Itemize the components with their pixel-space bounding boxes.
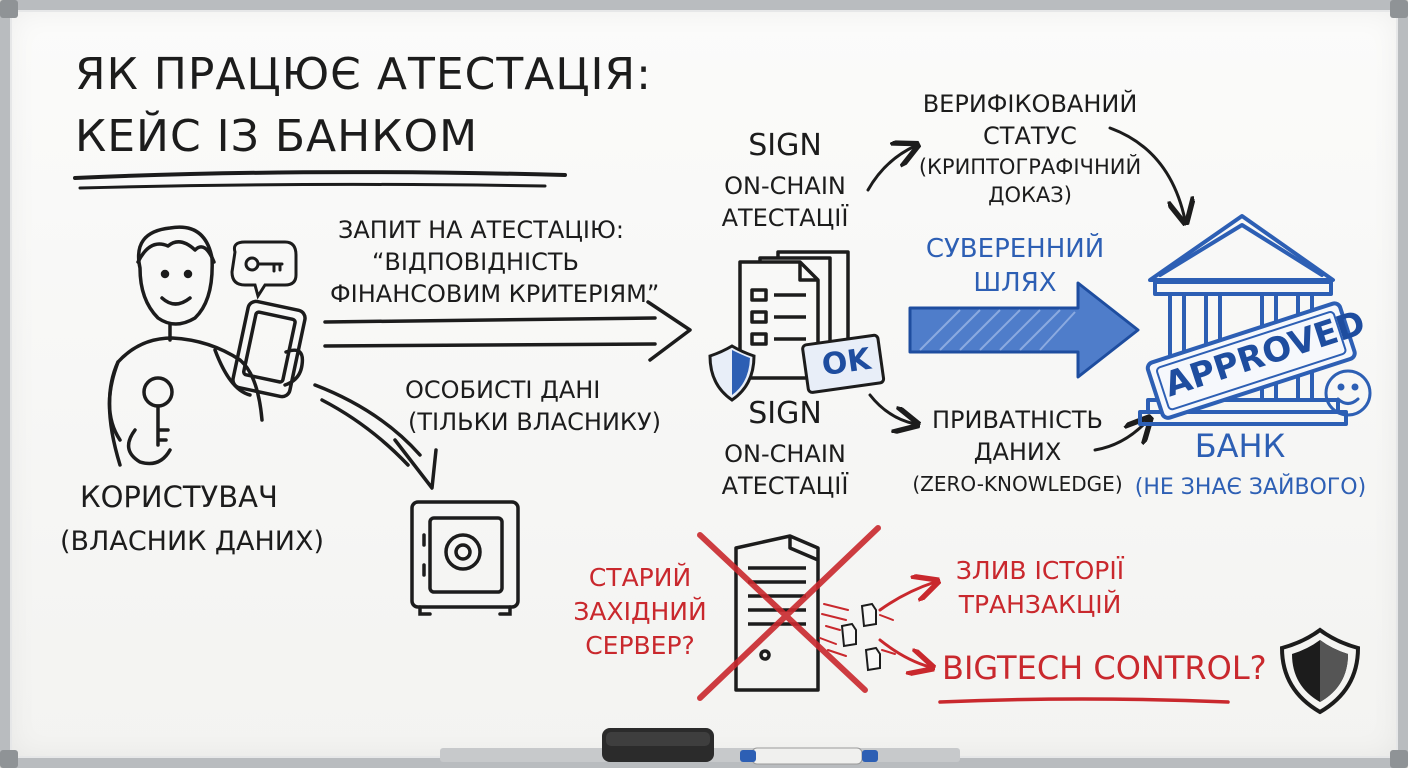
safe-icon — [412, 502, 518, 614]
sovereign-line-2: ШЛЯХ — [905, 270, 1125, 297]
key-speech-bubble-icon — [232, 242, 296, 296]
title-line-1: ЯК ПРАЦЮЄ АТЕСТАЦІЯ: — [75, 52, 652, 98]
sign-top-line-1: SIGN — [730, 130, 840, 162]
leaking-documents-icon — [842, 604, 880, 670]
sign-bottom-line-1: SIGN — [730, 398, 840, 430]
bigtech-underline — [940, 699, 1228, 702]
user-label: КОРИСТУВАЧ — [80, 482, 278, 512]
sign-bottom-line-2: ON-CHAIN — [710, 442, 860, 467]
to-leak-arrow — [880, 582, 935, 610]
leak-line-1: ЗЛИВ ІСТОРІЇ — [935, 558, 1145, 584]
leak-line-2: ТРАНЗАКЦІЙ — [935, 592, 1145, 618]
request-arrow — [325, 302, 690, 360]
sign-top-line-2: ON-CHAIN — [710, 174, 860, 199]
title-line-2: КЕЙС ІЗ БАНКОМ — [75, 114, 478, 160]
smiley-icon — [1326, 371, 1370, 415]
ok-stamp-text: OK — [820, 344, 873, 382]
to-bigtech-arrow — [880, 640, 930, 667]
server-icon — [736, 536, 818, 690]
privacy-line-1: ПРИВАТНІСТЬ — [910, 408, 1125, 433]
red-cross-mark — [700, 528, 878, 698]
user-sublabel: (ВЛАСНИК ДАНИХ) — [60, 528, 324, 556]
sign-top-line-3: АТЕСТАЦІЇ — [710, 206, 860, 231]
verified-line-3: (КРИПТОГРАФІЧНИЙ — [910, 156, 1150, 178]
verified-line-1: ВЕРИФІКОВАНИЙ — [910, 92, 1150, 117]
bank-label: БАНК — [1160, 430, 1320, 464]
verified-line-4: ДОКАЗ) — [910, 184, 1150, 206]
to-verified-arrow — [868, 146, 915, 190]
sovereign-line-1: СУВЕРЕННИЙ — [905, 236, 1125, 263]
black-shield-icon — [1282, 630, 1358, 712]
request-line-3: ФІНАНСОВИМ КРИТЕРІЯМ” — [330, 282, 659, 307]
personal-data-line-2: (ТІЛЬКИ ВЛАСНИКУ) — [408, 410, 661, 435]
request-line-2: “ВІДПОВІДНІСТЬ — [372, 250, 579, 275]
marker-icon — [740, 748, 878, 764]
old-server-line-1: СТАРИЙ — [565, 565, 715, 591]
bigtech-control-label: BIGTECH CONTROL? — [942, 652, 1267, 686]
privacy-line-3: (ZERO-KNOWLEDGE) — [900, 474, 1135, 495]
sign-bottom-line-3: АТЕСТАЦІЇ — [710, 474, 860, 499]
shield-icon — [710, 346, 754, 400]
personal-data-line-1: ОСОБИСТІ ДАНІ — [405, 378, 600, 403]
request-line-1: ЗАПИТ НА АТЕСТАЦІЮ: — [338, 218, 624, 243]
verified-line-2: СТАТУС — [910, 124, 1150, 149]
eraser-icon — [602, 728, 714, 762]
title-underline — [75, 172, 565, 178]
to-privacy-arrow — [870, 395, 915, 424]
bank-sublabel: (НЕ ЗНАЄ ЗАЙВОГО) — [1128, 476, 1373, 499]
old-server-line-3: СЕРВЕР? — [565, 633, 715, 659]
old-server-line-2: ЗАХІДНИЙ — [555, 599, 725, 625]
privacy-line-2: ДАНИХ — [910, 440, 1125, 465]
